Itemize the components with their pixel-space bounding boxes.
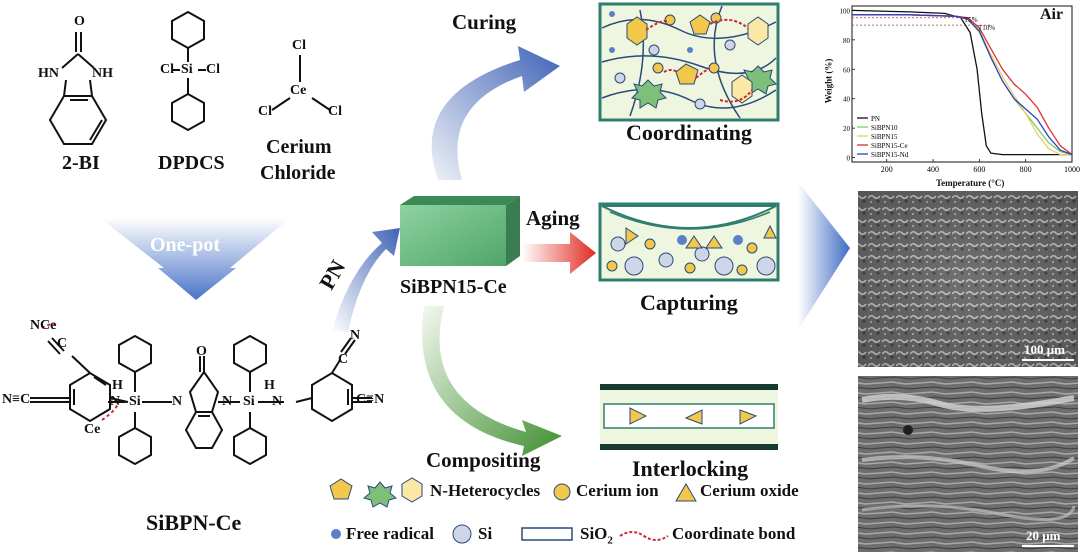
legend-heterocycles-label: N-Heterocycles [430, 481, 541, 500]
product-n-ring-left-label: N [172, 394, 183, 409]
product-n-ring-right-label: N [222, 394, 233, 409]
legend-sio2-prefix: SiO [580, 524, 608, 543]
product-o-label: O [196, 344, 207, 359]
tga-x-tick-label: 800 [1020, 165, 1032, 174]
cecl-cl-right-label: Cl [328, 104, 342, 119]
compositing-arrow [422, 306, 562, 456]
tga-x-tick-label: 600 [973, 165, 985, 174]
ce-coordinate-bonds [41, 323, 119, 421]
sem-image-top [858, 191, 1078, 367]
pn-arrow [332, 228, 400, 332]
product-ce-bottom-label: Ce [84, 422, 101, 437]
tga-legend-label: SiBPN15-Ce [871, 142, 908, 150]
interlocking-panel [600, 384, 778, 450]
product-n-top-label: N [30, 318, 41, 333]
product-c-top-label: C [57, 336, 68, 351]
product-nc-left-label: N≡C [2, 392, 31, 407]
2-bi-structure [48, 32, 108, 145]
curing-arrow [431, 46, 560, 180]
dpdcs-cl-right-label: Cl [206, 62, 220, 77]
dpdcs-cl-left-label: Cl [160, 62, 174, 77]
legend-free-radical-label: Free radical [346, 524, 434, 543]
curing-label: Curing [452, 10, 517, 34]
legend-si-label: Si [478, 524, 493, 543]
dpdcs-si-label: Si [181, 62, 193, 77]
cecl-top-cl-label: Cl [292, 38, 306, 53]
product-h-right-label: H [264, 378, 275, 393]
tga-x-tick-label: 1000 [1064, 165, 1080, 174]
product-cn-right-label: C≡N [356, 392, 385, 407]
tga-y-tick-label: 40 [843, 96, 851, 104]
legend-sio2-subscript: 2 [607, 534, 613, 547]
one-pot-label: One-pot [150, 234, 220, 256]
product-ce-top-label: Ce [40, 318, 57, 333]
interlocking-label: Interlocking [632, 456, 749, 481]
tga-chart-frame [844, 4, 1078, 176]
sem-image-bottom [858, 376, 1078, 552]
tga-y-tick-label: 80 [843, 37, 851, 45]
legend-sio2-label: SiO2 [580, 524, 613, 546]
dpdcs-structure [171, 10, 206, 132]
aging-arrow [522, 232, 596, 274]
tga-t5-annotation: T5% [964, 16, 978, 24]
sibpn-ce-label: SiBPN-Ce [146, 510, 242, 535]
2-bi-label: 2-BI [62, 152, 100, 174]
sibpn15-ce-block [400, 196, 520, 266]
tga-atmosphere-label: Air [1040, 6, 1064, 23]
capturing-panel [598, 202, 780, 282]
tga-legend-label: SiBPN15 [871, 133, 898, 141]
tga-legend-label: SiBPN15-Nd [871, 151, 909, 159]
tga-series-pn [851, 9, 1072, 156]
compositing-label: Compositing [426, 448, 541, 472]
tga-y-tick-label: 0 [847, 155, 851, 163]
cecl-ce-label: Ce [290, 83, 307, 98]
cecl-cl-left-label: Cl [258, 104, 272, 119]
product-n-left-label: N [110, 394, 121, 409]
tga-y-tick-label: 100 [840, 7, 851, 15]
carbonyl-o-label: O [74, 14, 85, 29]
sem-bottom-scale-label: 20 μm [1026, 528, 1061, 543]
tga-x-axis-label: Temperature (°C) [936, 178, 1005, 188]
product-si-left-label: Si [129, 394, 141, 409]
tga-y-axis-label: Weight (%) [823, 58, 834, 104]
sem-top-scale-label: 100 μm [1024, 342, 1065, 357]
coordinating-panel [598, 2, 780, 122]
tga-legend-label: SiBPN10 [871, 124, 898, 132]
sibpn-ce-structure [30, 334, 372, 466]
tga-y-tick-label: 60 [843, 66, 851, 74]
sibpn15-ce-label: SiBPN15-Ce [400, 276, 507, 298]
legend-cerium-ion-label: Cerium ion [576, 481, 659, 500]
coordinating-label: Coordinating [626, 120, 752, 145]
legend-symbols [329, 477, 697, 544]
legend-cerium-oxide-label: Cerium oxide [700, 481, 799, 500]
cerium-chloride-line2: Chloride [260, 162, 336, 184]
aging-label: Aging [526, 206, 580, 230]
dpdcs-label: DPDCS [158, 152, 225, 174]
tga-legend-label: PN [871, 115, 880, 123]
big-transition-arrow [798, 182, 850, 330]
tga-series-sibpn15-nd [852, 14, 1073, 156]
legend-coordinate-bond-label: Coordinate bond [672, 524, 796, 543]
cerium-chloride-structure [271, 55, 331, 111]
capturing-label: Capturing [640, 290, 738, 315]
hn-label: HN [38, 66, 59, 81]
nh-label: NH [92, 66, 113, 81]
product-n-right-top-label: N [350, 328, 361, 343]
tga-x-tick-label: 400 [927, 165, 939, 174]
product-si-right-label: Si [243, 394, 255, 409]
tga-t10-annotation: T10% [978, 24, 996, 32]
tga-x-tick-label: 200 [881, 165, 893, 174]
cerium-chloride-line1: Cerium [266, 136, 332, 158]
product-n-right-label: N [272, 394, 283, 409]
tga-y-tick-label: 20 [843, 125, 851, 133]
product-c-right-top-label: C [338, 352, 349, 367]
product-h-left-label: H [112, 378, 123, 393]
one-pot-arrow [100, 218, 290, 300]
